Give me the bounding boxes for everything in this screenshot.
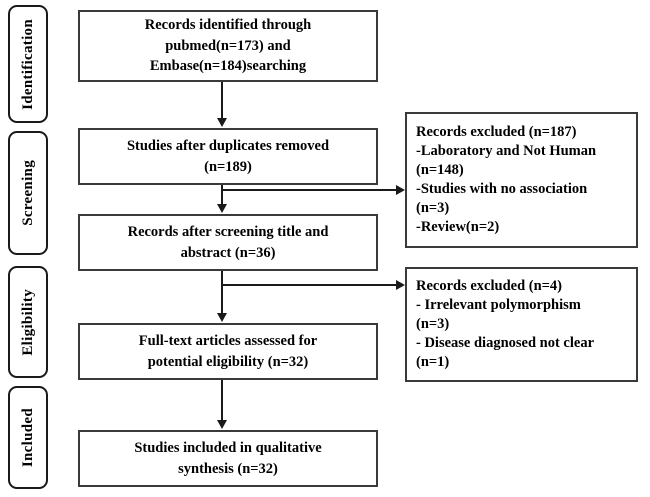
arrowhead-down: [216, 313, 227, 322]
exclusion-line: - Disease diagnosed not clear: [416, 334, 595, 351]
stage-label-identification-text: Identification: [19, 18, 36, 110]
stage-label-eligibility: Eligibility: [8, 266, 48, 378]
exclusion-line: (n=3): [416, 316, 450, 332]
box-records-excluded-4: Records excluded (n=4) - Irrelevant poly…: [405, 267, 638, 382]
exclusion-line: -Review(n=2): [416, 218, 500, 235]
arrowhead-down: [216, 420, 227, 429]
arrowhead-right: [396, 184, 405, 195]
exclusion-line: -Laboratory and Not Human: [416, 143, 597, 160]
box-duplicates-removed: Studies after duplicates removed (n=189): [78, 128, 378, 185]
arrowhead-down: [216, 204, 227, 213]
stage-label-screening-text: Screening: [19, 160, 36, 226]
box-records-identified: Records identified through pubmed(n=173)…: [78, 10, 378, 82]
box-line: (n=189): [204, 158, 252, 175]
connector-fulltext-to-included: [221, 380, 223, 421]
branch-line-to-excluded-4: [221, 284, 397, 286]
connector-duplicates-to-screening: [221, 185, 223, 205]
box-line: Embase(n=184)searching: [149, 58, 307, 75]
box-records-after-screening: Records after screening title and abstra…: [78, 214, 378, 271]
box-line: Full-text articles assessed for: [138, 332, 318, 349]
arrowhead-right: [396, 279, 405, 290]
connector-identified-to-duplicates: [221, 82, 223, 119]
exclusion-line: Records excluded (n=4): [416, 278, 562, 295]
exclusion-line: Records excluded (n=187): [416, 124, 577, 141]
box-line: synthesis (n=32): [178, 460, 278, 477]
stage-label-screening: Screening: [8, 131, 48, 255]
exclusion-line: (n=1): [416, 353, 450, 370]
box-line: Records after screening title and: [127, 223, 329, 240]
exclusion-line: (n=3): [416, 199, 450, 216]
box-line: potential eligibility (n=32): [147, 353, 309, 370]
stage-label-eligibility-text: Eligibility: [19, 288, 36, 356]
exclusion-line: -Studies with no association: [416, 181, 588, 197]
box-line: Studies included in qualitative: [134, 439, 322, 456]
branch-line-to-excluded-187: [221, 189, 397, 191]
exclusion-line: - Irrelevant polymorphism: [416, 297, 581, 314]
stage-label-identification: Identification: [8, 5, 48, 123]
box-full-text-assessed: Full-text articles assessed for potentia…: [78, 323, 378, 380]
box-records-excluded-187: Records excluded (n=187) -Laboratory and…: [405, 112, 638, 248]
stage-label-included-text: Included: [19, 407, 36, 468]
box-line: pubmed(n=173) and: [165, 37, 291, 54]
box-line: abstract (n=36): [180, 244, 276, 261]
box-line: Studies after duplicates removed: [126, 137, 330, 154]
connector-screening-to-fulltext: [221, 271, 223, 314]
stage-label-included: Included: [8, 386, 48, 489]
box-line: Records identified through: [144, 17, 312, 34]
exclusion-line: (n=148): [416, 162, 464, 179]
arrowhead-down: [216, 118, 227, 127]
box-studies-included: Studies included in qualitative synthesi…: [78, 430, 378, 487]
